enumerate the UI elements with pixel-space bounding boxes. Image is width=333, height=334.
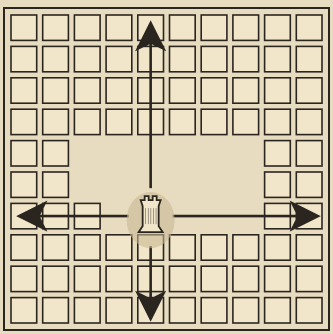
board-square [106, 78, 132, 103]
board-square [265, 78, 291, 103]
board-square [265, 46, 291, 71]
board-square [43, 109, 69, 134]
board-square [296, 78, 322, 103]
board-square [296, 15, 322, 40]
board-square [106, 15, 132, 40]
board-square [201, 46, 227, 71]
board-square [296, 235, 322, 260]
board-square [170, 78, 196, 103]
board-square [106, 46, 132, 71]
board-square [296, 46, 322, 71]
board-square [11, 235, 37, 260]
board-square [43, 172, 69, 197]
board-square [201, 78, 227, 103]
board-square [233, 235, 259, 260]
board-square [170, 266, 196, 291]
board-square [233, 78, 259, 103]
board-square [201, 15, 227, 40]
board-square [201, 266, 227, 291]
board-square [43, 15, 69, 40]
board-square [11, 172, 37, 197]
board-square [265, 172, 291, 197]
board-square [74, 298, 100, 323]
board-square [11, 78, 37, 103]
board-square [265, 235, 291, 260]
board-square [43, 141, 69, 166]
board-square [233, 46, 259, 71]
board-square [43, 266, 69, 291]
board-square [296, 298, 322, 323]
board-square [170, 109, 196, 134]
board-square [74, 109, 100, 134]
board-square [11, 15, 37, 40]
board-square [74, 266, 100, 291]
board-square [11, 46, 37, 71]
board-square [11, 141, 37, 166]
board-square [233, 298, 259, 323]
board-square [296, 141, 322, 166]
board-square [43, 298, 69, 323]
board-square [170, 46, 196, 71]
board-square [11, 298, 37, 323]
board-square [170, 235, 196, 260]
board-square [296, 266, 322, 291]
board-square [74, 15, 100, 40]
board-square [43, 235, 69, 260]
board-square [11, 266, 37, 291]
board-square [11, 109, 37, 134]
board-square [233, 15, 259, 40]
board-square [106, 298, 132, 323]
board-square [106, 235, 132, 260]
board-square [296, 109, 322, 134]
board-square [106, 266, 132, 291]
board-square [170, 15, 196, 40]
board-square [265, 266, 291, 291]
board-square [233, 109, 259, 134]
rook-piece [127, 192, 175, 248]
board-square [43, 78, 69, 103]
board-square [170, 298, 196, 323]
board-square [265, 298, 291, 323]
board-square [296, 172, 322, 197]
board-square [265, 141, 291, 166]
board-square [74, 78, 100, 103]
board-square [265, 109, 291, 134]
board-square [201, 298, 227, 323]
board-square [43, 46, 69, 71]
board-square [201, 109, 227, 134]
board-square [265, 15, 291, 40]
board-square [74, 235, 100, 260]
board-square [74, 46, 100, 71]
board-square [201, 235, 227, 260]
board-square [233, 266, 259, 291]
board-square [106, 109, 132, 134]
